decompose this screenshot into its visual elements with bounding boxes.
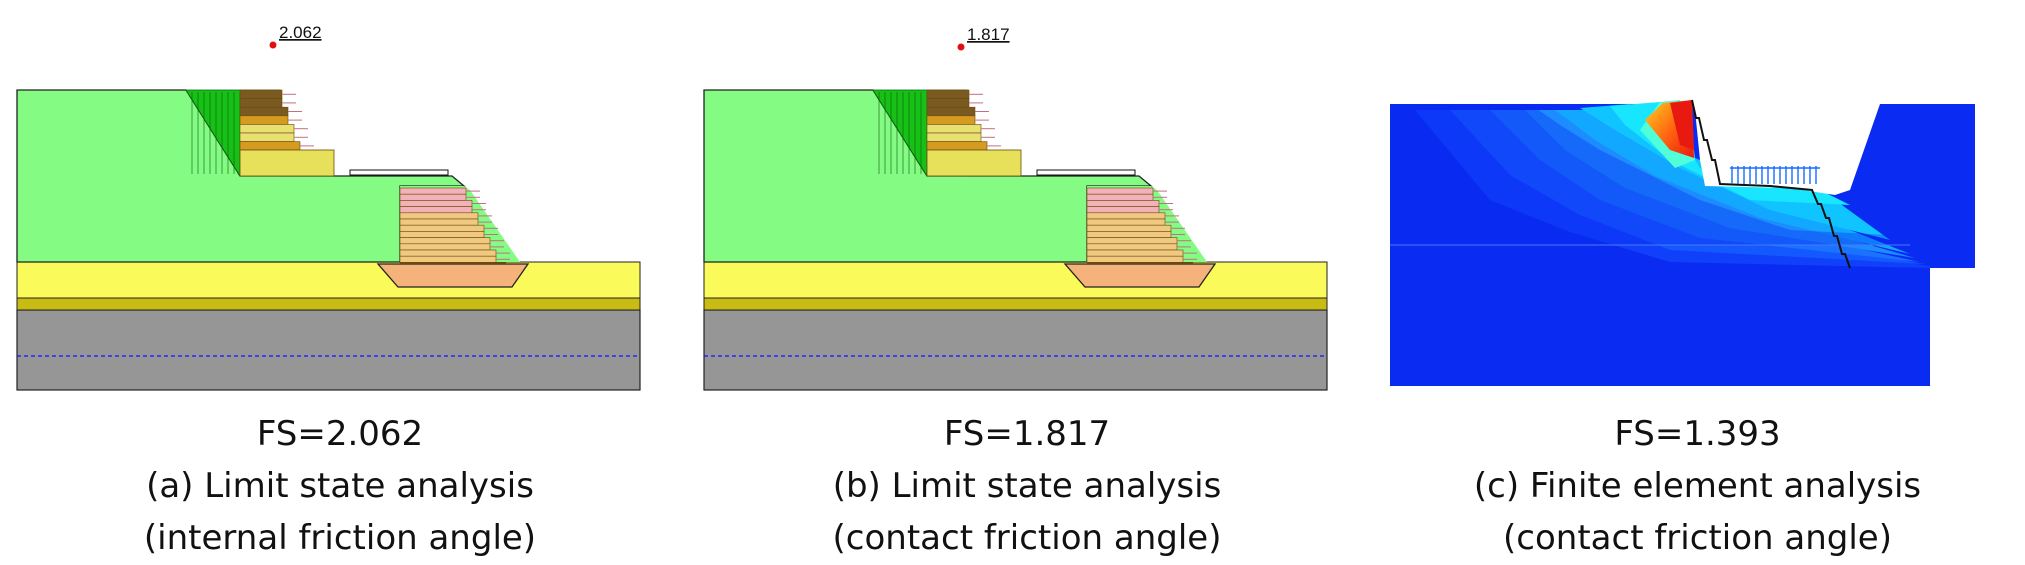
contour-peak bbox=[1670, 100, 1694, 150]
cross-section-a bbox=[16, 89, 641, 391]
sand-layer bbox=[16, 261, 641, 299]
wall-facing-line bbox=[1691, 99, 1851, 269]
lower-wall-layer bbox=[1086, 231, 1172, 238]
slope-model-b: 1.817 bbox=[703, 25, 1328, 391]
lower-wall-base-line bbox=[400, 262, 506, 264]
caption-b: FS=1.817 (b) Limit state analysis (conta… bbox=[687, 408, 1367, 564]
lower-wall-layer bbox=[1086, 193, 1154, 201]
slope-model-a: 2.062 bbox=[16, 23, 641, 391]
analysis-title: (b) Limit state analysis bbox=[832, 466, 1222, 506]
contour-shade bbox=[1390, 104, 1890, 245]
fs-marker-a: 2.062 bbox=[269, 23, 322, 49]
panel-limit-state-internal: 2.062 FS=2.062 (a) Limit state analysis … bbox=[0, 0, 680, 565]
fs-marker-label: 1.817 bbox=[967, 25, 1010, 44]
lower-wall-layer bbox=[399, 224, 485, 232]
upper-wall-layer bbox=[926, 89, 970, 99]
dense-sand-layer bbox=[16, 297, 641, 311]
pavement-strip bbox=[349, 169, 449, 176]
lower-wall-layer bbox=[1086, 212, 1166, 220]
friction-condition: (contact friction angle) bbox=[832, 518, 1222, 558]
lower-wall-layer bbox=[399, 231, 485, 238]
lower-wall-layer bbox=[1086, 237, 1178, 245]
lower-wall-layer bbox=[1086, 224, 1172, 232]
air-mask bbox=[1692, 100, 2025, 400]
friction-condition: (contact friction angle) bbox=[1503, 518, 1892, 558]
upper-wall-layer bbox=[926, 115, 976, 125]
pavement-strip bbox=[1036, 169, 1136, 176]
lower-wall-layer bbox=[1086, 249, 1184, 257]
lower-wall-layer bbox=[399, 255, 497, 263]
friction-condition: (internal friction angle) bbox=[143, 518, 537, 558]
cross-section-b bbox=[703, 89, 1328, 391]
lower-wall-base-line bbox=[1087, 262, 1193, 264]
upper-wall-layer bbox=[239, 141, 301, 151]
upper-wall-layer bbox=[239, 115, 289, 125]
fs-marker-b: 1.817 bbox=[957, 25, 1010, 51]
panel-finite-element: FS=1.393 (c) Finite element analysis (co… bbox=[1370, 0, 2025, 565]
upper-wall-layer bbox=[239, 89, 283, 99]
bedrock-layer bbox=[703, 309, 1328, 391]
caption-a: FS=2.062 (a) Limit state analysis (inter… bbox=[0, 408, 680, 564]
upper-wall-layer bbox=[926, 98, 970, 108]
footing-block bbox=[376, 263, 530, 288]
lower-wall-layer bbox=[1086, 200, 1160, 207]
critical-center-dot bbox=[269, 41, 277, 49]
upper-wall-layer bbox=[926, 124, 982, 134]
fe-contour-model bbox=[1390, 99, 2025, 400]
critical-center-dot bbox=[957, 43, 965, 51]
fs-marker-label: 2.062 bbox=[279, 23, 322, 42]
surcharge-load bbox=[1730, 166, 1820, 184]
retaining-wall-facing bbox=[1691, 99, 1851, 269]
upper-wall-layer bbox=[926, 132, 982, 142]
fs-caption: FS=1.817 bbox=[943, 414, 1111, 454]
lower-wall-layer bbox=[399, 187, 467, 195]
lower-wall-layer bbox=[399, 237, 491, 245]
upper-wall-base bbox=[239, 149, 335, 177]
upper-wall-layer bbox=[239, 132, 295, 142]
caption-c: FS=1.393 (c) Finite element analysis (co… bbox=[1370, 408, 2025, 564]
lower-wall-layer bbox=[399, 206, 473, 214]
lower-wall-layer bbox=[399, 193, 467, 201]
lower-wall-layer bbox=[1086, 243, 1178, 251]
lower-wall-layer bbox=[1086, 255, 1184, 263]
lower-wall-layer bbox=[1086, 218, 1166, 226]
upper-wall-layer bbox=[926, 141, 988, 151]
analysis-title: (a) Limit state analysis bbox=[146, 466, 534, 506]
lower-wall-layer bbox=[399, 200, 473, 207]
upper-wall-layer bbox=[239, 106, 289, 117]
fs-caption: FS=2.062 bbox=[256, 414, 424, 454]
displacement-contours bbox=[1390, 100, 2025, 400]
dense-sand-layer bbox=[703, 297, 1328, 311]
sand-layer bbox=[703, 261, 1328, 299]
lower-wall-layer bbox=[399, 212, 479, 220]
footing-block bbox=[1063, 263, 1217, 288]
panel-limit-state-contact: 1.817 FS=1.817 (b) Limit state analysis … bbox=[687, 0, 1367, 565]
bedrock-layer bbox=[16, 309, 641, 391]
upper-wall-layer bbox=[926, 106, 976, 117]
upper-wall-base bbox=[926, 149, 1022, 177]
lower-wall-layer bbox=[399, 249, 497, 257]
lower-wall-layer bbox=[399, 218, 479, 226]
lower-wall-layer bbox=[1086, 206, 1160, 214]
analysis-title: (c) Finite element analysis bbox=[1473, 466, 1922, 506]
lower-wall-layer bbox=[1086, 187, 1154, 195]
upper-wall-layer bbox=[239, 124, 295, 134]
fs-caption: FS=1.393 bbox=[1614, 414, 1781, 454]
upper-wall-layer bbox=[239, 98, 283, 108]
lower-wall-layer bbox=[399, 243, 491, 251]
